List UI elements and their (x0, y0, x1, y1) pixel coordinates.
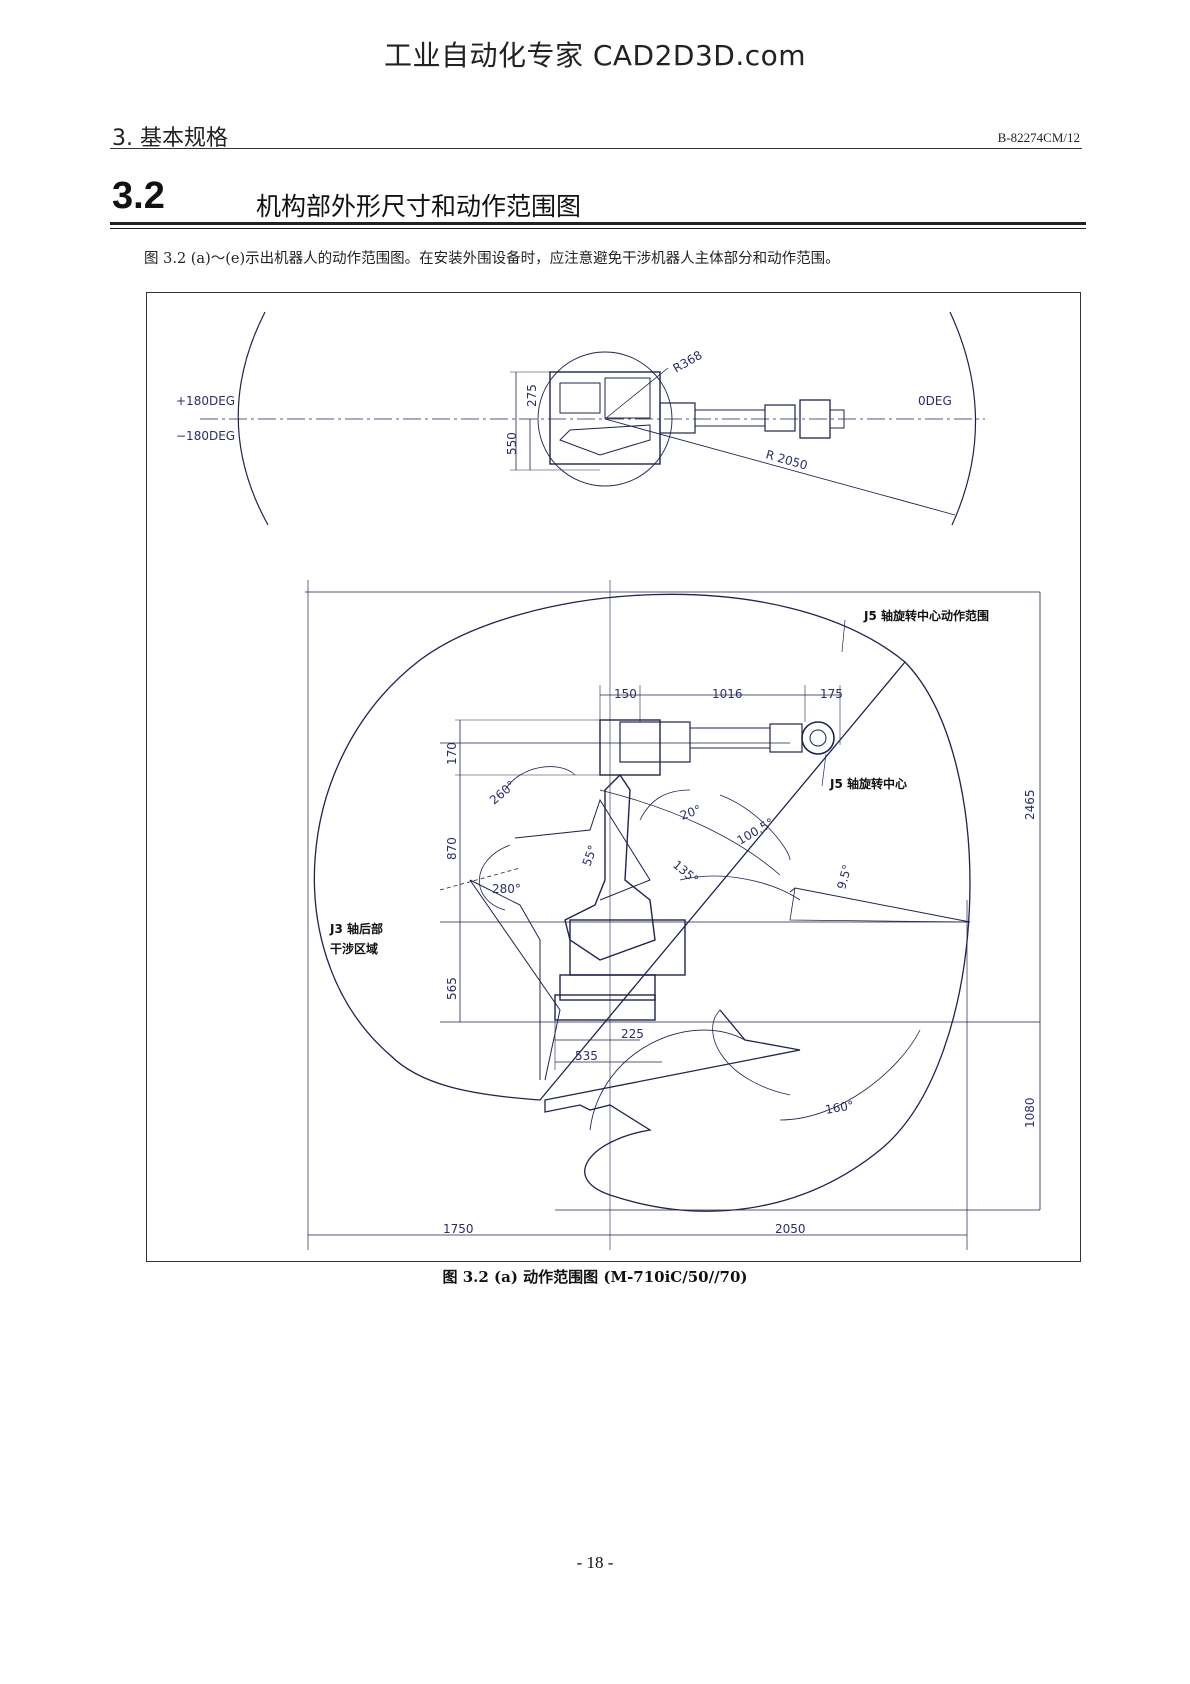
dim-275: 275 (525, 384, 539, 407)
note-j5-center: J5 轴旋转中心 (829, 776, 907, 791)
dim-1750: 1750 (443, 1222, 474, 1236)
note-j3-line1: J3 轴后部 (329, 921, 383, 936)
chapter-header: 3. 基本规格 (112, 126, 228, 151)
section-rule-thick (110, 222, 1086, 225)
r2050-line (604, 418, 956, 516)
dim-2465: 2465 (1023, 789, 1037, 820)
side-view-labels: J5 轴旋转中心动作范围 J5 轴旋转中心 J3 轴后部 干涉区域 150 10… (329, 608, 1037, 1236)
left-range-arc (237, 311, 269, 526)
j5-rotation-center (801, 721, 835, 755)
note-j5-range: J5 轴旋转中心动作范围 (863, 608, 989, 623)
section-rule-thin (110, 228, 1086, 229)
dim-175: 175 (820, 687, 843, 701)
angle-20: 20° (678, 802, 703, 822)
j5-range-contour (313, 593, 971, 1212)
angle-160: 160° (824, 1098, 855, 1117)
document-code: B-82274CM/12 (997, 130, 1080, 145)
figure-frame (146, 292, 1081, 1262)
dim-150: 150 (614, 687, 637, 701)
side-view (305, 580, 1041, 1250)
angle-55: 55° (580, 843, 600, 868)
header-rule (110, 148, 1082, 149)
dim-870: 870 (445, 837, 459, 860)
dim-565: 565 (445, 977, 459, 1000)
note-j3-line2: 干涉区域 (330, 941, 378, 956)
side-robot-head (599, 719, 661, 776)
dim-1016: 1016 (712, 687, 743, 701)
top-view (200, 311, 985, 526)
dim-550: 550 (505, 432, 519, 455)
angle-135: 135° (670, 858, 701, 887)
section-number: 3.2 (112, 175, 165, 217)
angle-280: 280° (492, 882, 521, 896)
label-0deg: 0DEG (918, 394, 952, 408)
label-plus180: +180DEG (176, 394, 235, 408)
angle-260: 260° (487, 778, 518, 807)
page-number: - 18 - (576, 1553, 614, 1572)
dim-r368: R368 (671, 348, 705, 376)
right-range-arc (949, 311, 977, 526)
angle-100-5: 100.5° (735, 815, 777, 847)
dim-170: 170 (445, 742, 459, 765)
dim-2050: 2050 (775, 1222, 806, 1236)
top-view-labels: +180DEG −180DEG 0DEG R368 R 2050 275 550 (176, 348, 952, 473)
dim-535: 535 (575, 1049, 598, 1063)
figure-caption: 图 3.2 (a) 动作范围图 (M-710iC/50//70) (442, 1268, 748, 1286)
label-minus180: −180DEG (176, 429, 235, 443)
intro-paragraph: 图 3.2 (a)～(e)示出机器人的动作范围图。在安装外围设备时，应注意避免干… (144, 251, 840, 267)
dim-1080: 1080 (1023, 1097, 1037, 1128)
base-circle (537, 351, 673, 487)
dim-225: 225 (621, 1027, 644, 1041)
watermark-text: 工业自动化专家 CAD2D3D.com (383, 39, 807, 72)
section-title: 机构部外形尺寸和动作范围图 (256, 192, 582, 221)
angle-9-5: 9.5° (834, 863, 854, 891)
